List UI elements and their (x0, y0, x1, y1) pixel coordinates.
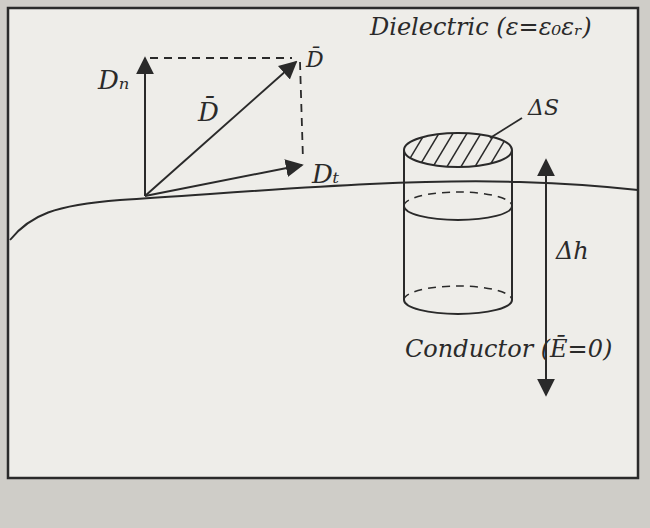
dashed-projection (150, 57, 292, 59)
diagram-label: D̄ (306, 48, 324, 72)
diagram-label: Dielectric (ε=ε₀εᵣ) (370, 14, 592, 40)
diagram-label: Dₙ (98, 66, 129, 95)
cylinder-top (404, 133, 512, 167)
diagram-label: Conductor (Ē=0) (405, 336, 612, 362)
cylinder-side (403, 150, 405, 300)
flux-density-arrow (145, 62, 296, 196)
hatched-top (400, 125, 528, 175)
diagram-label: D̄ (198, 98, 219, 127)
cylinder-mid (404, 206, 512, 220)
cylinder-mid-hidden (404, 192, 512, 206)
tangential-component-arrow (145, 165, 302, 196)
cylinder-bottom-hidden (404, 286, 512, 300)
diagram-label: ΔS (528, 96, 559, 120)
normal-component-arrow (144, 58, 146, 196)
cylinder-side (511, 150, 513, 300)
boundary-curve (10, 181, 638, 240)
diagram-label: Δh (556, 238, 589, 264)
paper-frame (8, 8, 638, 478)
diagram-label: Dₜ (312, 160, 339, 189)
dashed-projection (300, 62, 303, 160)
cylinder-bottom (404, 300, 512, 314)
leader-line (490, 118, 522, 138)
